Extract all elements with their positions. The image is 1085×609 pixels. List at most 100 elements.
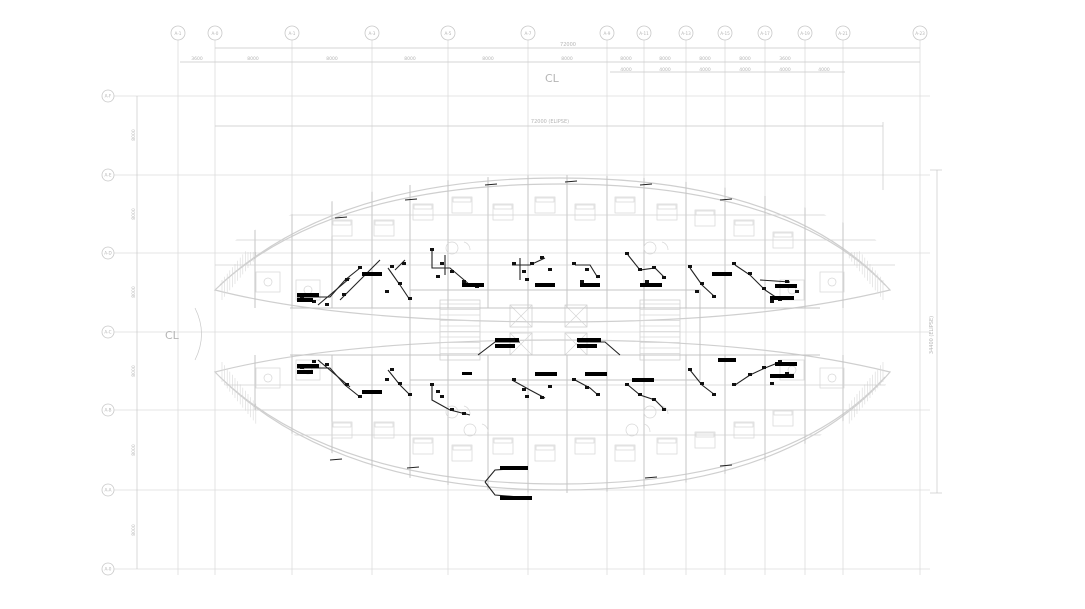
bed [412,437,434,455]
circuit-wire [297,267,361,298]
electrical-device [390,265,394,268]
door-swing [661,241,669,251]
electrical-circuits [297,180,799,500]
round-table [445,241,459,255]
circuit-tag [580,283,600,287]
electrical-device [585,386,589,389]
circuit-wire [575,264,599,279]
electrical-device [732,262,736,265]
table [303,285,313,295]
electrical-device [638,268,642,271]
column-axis-label: A-3 [369,31,376,36]
row-axis-label: A-E [105,173,112,178]
bed [614,196,636,214]
circuit-wire [564,180,578,183]
pillow [773,410,793,416]
bed [733,219,755,237]
column-axis-bubble [717,25,733,41]
circuit-tag [577,344,597,348]
bed [614,444,636,462]
circuit-wire [317,277,351,306]
electrical-device [462,412,466,415]
pillow [332,220,352,226]
top-dimension-value: 8000 [404,56,416,62]
stair-left [439,299,481,361]
door-swing [481,423,489,433]
electrical-device [662,276,666,279]
sofa [779,359,805,381]
electrical-device [770,382,774,385]
top-dimension-value: 3600 [779,56,791,62]
top-dimension-value: 8000 [620,56,632,62]
electrical-device [638,393,642,396]
circuit-wire [484,183,498,186]
electrical-device [390,368,394,371]
bed [331,421,353,439]
column-axis-label: A-1 [175,31,182,36]
electrical-device [398,282,402,285]
sub-dimension-value: 4000 [659,67,671,73]
electrical-device [312,360,316,363]
left-dimension-value: 8000 [131,365,137,377]
top-dimension-value: 8000 [247,56,259,62]
row-axis-label: A-A [104,488,111,493]
pillow [575,438,595,444]
bed [656,203,678,221]
top-dimension-value: 8000 [699,56,711,62]
table [263,373,273,383]
electrical-device [645,280,649,283]
electrical-device [540,396,544,399]
circuit-wire [477,341,520,356]
column-axis-label: A-9 [604,31,611,36]
electrical-device [522,388,526,391]
row-axis-bubble [101,325,115,339]
bed [694,431,716,449]
bed [534,444,556,462]
electrical-device [430,248,434,251]
row-axis-bubble [101,562,115,576]
electrical-device [358,266,362,269]
pillow [413,204,433,210]
electrical-device [762,287,766,290]
circuit-wire [404,198,418,201]
bed [694,209,716,227]
table [787,365,797,375]
bed [534,196,556,214]
circuit-wire [734,264,781,301]
circuit-wire [406,466,420,469]
bed [331,219,353,237]
electrical-device [385,378,389,381]
pillow [332,422,352,428]
sofa [255,271,281,293]
sub-dimension-value: 4000 [779,67,791,73]
electrical-device [408,393,412,396]
top-dimension-value: 8000 [561,56,573,62]
bed [451,196,473,214]
electrical-device [762,366,766,369]
electrical-device [342,293,346,296]
electrical-device [345,383,349,386]
pillow [695,432,715,438]
column-axis-label: A-7 [525,31,532,36]
sofa [819,367,845,389]
electrical-device [695,290,699,293]
electrical-device [596,393,600,396]
bed [492,203,514,221]
electrical-device [450,408,454,411]
sub-dimension-value: 4000 [818,67,830,73]
column-axis-label: A-21 [838,31,848,36]
electrical-device [596,275,600,278]
electrical-device [688,368,692,371]
ellipse-height-dimension: 34400 (ELIPSE) [929,316,935,354]
row-axis-bubble [101,246,115,260]
sub-dimension-value: 4000 [739,67,751,73]
column-axis-bubble [170,25,186,41]
electrical-device [652,266,656,269]
row-axis-bubble [101,483,115,497]
column-axis-label: A-11 [639,31,649,36]
left-dimension-value: 8000 [131,444,137,456]
electrical-device [430,383,434,386]
circuit-tag [495,344,515,348]
column-axis-bubble [440,25,456,41]
